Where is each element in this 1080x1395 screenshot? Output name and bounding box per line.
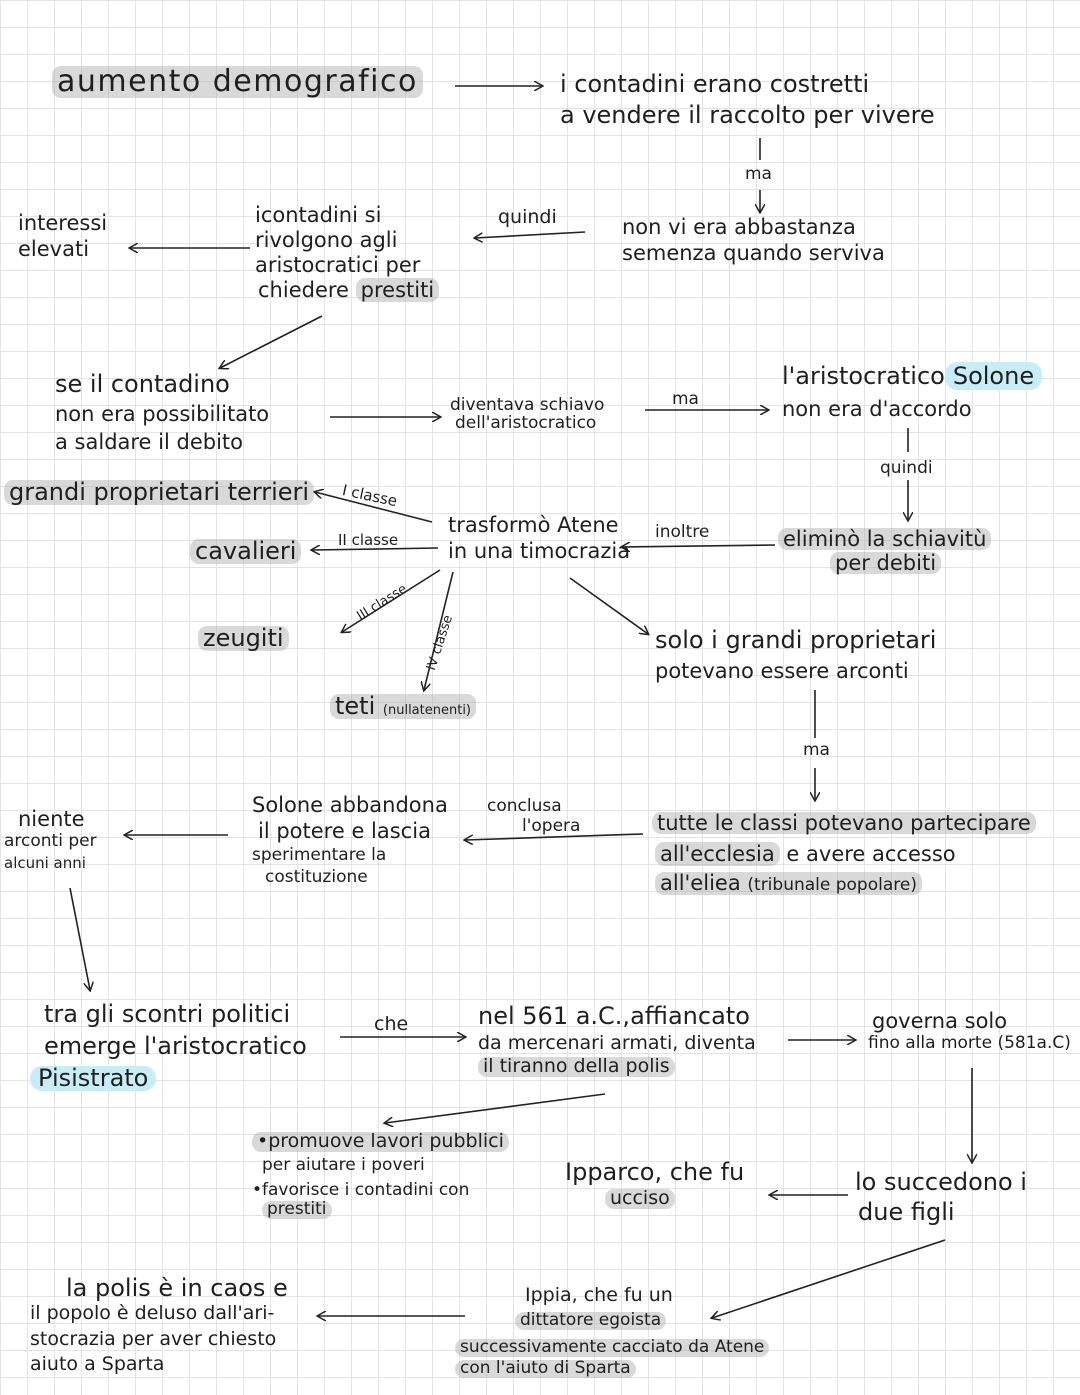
text-teti: teti bbox=[335, 692, 376, 720]
node-timocrazia-line2: in una timocrazia bbox=[448, 539, 631, 563]
node-promuove-line2: per aiutare i poveri bbox=[262, 1155, 425, 1175]
node-teti: teti (nullatenenti) bbox=[330, 692, 476, 720]
node-aumento-demografico: aumento demografico bbox=[52, 66, 423, 98]
label-inoltre: inoltre bbox=[655, 522, 710, 542]
node-ippia-line1: Ippia, che fu un bbox=[525, 1284, 673, 1306]
node-solone-line2: non era d'accordo bbox=[782, 397, 972, 421]
arrow-timocrazia-to-zeugiti bbox=[342, 569, 441, 632]
node-debito-line1: se il contadino bbox=[55, 370, 230, 398]
node-semenza-line1: non vi era abbastanza bbox=[622, 215, 856, 239]
node-caos-line2: il popolo è deluso dall'ari- bbox=[30, 1302, 275, 1324]
node-ippia-line3: successivamente cacciato da Atene bbox=[455, 1338, 770, 1357]
node-zeugiti: zeugiti bbox=[198, 625, 289, 652]
node-tiranno-line2: da mercenari armati, diventa bbox=[478, 1032, 756, 1054]
node-arconti-line2: potevano essere arconti bbox=[655, 659, 909, 683]
node-ipparco-line2: ucciso bbox=[605, 1188, 675, 1209]
node-debito-line2: non era possibilitato bbox=[55, 402, 270, 426]
node-debito-line3: a saldare il debito bbox=[55, 430, 243, 454]
node-caos-line3: stocrazia per aver chiesto bbox=[30, 1328, 277, 1350]
label-ma-1: ma bbox=[745, 164, 772, 184]
node-figli-line1: lo succedono i bbox=[855, 1168, 1027, 1196]
node-tiranno-line1: nel 561 a.C.,affiancato bbox=[478, 1002, 750, 1030]
node-classi-line1: tutte le classi potevano partecipare bbox=[652, 812, 1036, 834]
node-ippia-line4: con l'aiuto di Sparta bbox=[455, 1359, 636, 1378]
text-ecclesia: all'ecclesia bbox=[655, 842, 780, 866]
text-tribunale-popolare: (tribunale popolare) bbox=[747, 875, 917, 895]
node-rivolgono-line2: rivolgono agli bbox=[255, 228, 398, 252]
node-contadini-costretti-line1: i contadini erano costretti bbox=[560, 70, 870, 98]
node-classi-line3: all'eliea (tribunale popolare) bbox=[655, 872, 922, 895]
node-cavalieri: cavalieri bbox=[190, 538, 302, 565]
label-conclusa-line1: conclusa bbox=[487, 796, 562, 816]
node-figli-line2: due figli bbox=[858, 1198, 955, 1226]
node-abbandona-line4: costituzione bbox=[265, 867, 368, 887]
text-eliea: all'eliea bbox=[660, 871, 741, 895]
arrow-niente-to-scontri bbox=[69, 887, 90, 990]
node-rivolgono-line1: icontadini si bbox=[255, 203, 382, 227]
node-abbandona-line1: Solone abbandona bbox=[252, 793, 448, 817]
label-quindi-1: quindi bbox=[498, 206, 557, 228]
node-promuove-line1: •promuove lavori pubblici bbox=[252, 1131, 509, 1152]
label-quindi-2: quindi bbox=[880, 458, 933, 478]
node-ipparco-line1: Ipparco, che fu bbox=[565, 1158, 745, 1186]
node-niente-line1: niente bbox=[18, 807, 85, 831]
node-tiranno-line3: il tiranno della polis bbox=[478, 1056, 675, 1077]
text-avere-accesso: e avere accesso bbox=[786, 842, 956, 866]
arrow-timocrazia-to-cavalieri bbox=[312, 548, 439, 550]
arrow-timocrazia-to-teti bbox=[424, 571, 454, 690]
node-schiavo-line1: diventava schiavo bbox=[450, 395, 605, 415]
text-aristocratico: l'aristocratico bbox=[782, 362, 945, 390]
node-abbandona-line2: il potere e lascia bbox=[258, 819, 431, 843]
arrow-timocrazia-to-grandi bbox=[315, 492, 433, 523]
node-rivolgono-line4: chiedere prestiti bbox=[258, 278, 440, 302]
node-governa-line2: fino alla morte (581a.C) bbox=[868, 1033, 1071, 1053]
text-solone: Solone bbox=[944, 362, 1043, 390]
node-interessi-line1: interessi bbox=[18, 211, 108, 235]
node-timocrazia-line1: trasformò Atene bbox=[448, 513, 619, 537]
node-elimino-line2: per debiti bbox=[830, 552, 942, 574]
label-ma-3: ma bbox=[803, 740, 830, 760]
text-chiedere: chiedere bbox=[258, 278, 349, 302]
node-scontri-line2: emerge l'aristocratico bbox=[44, 1032, 307, 1060]
arrow-elimino-to-timocrazia bbox=[622, 545, 776, 547]
node-grandi-proprietari: grandi proprietari terrieri bbox=[4, 479, 315, 506]
node-niente-line2: arconti per bbox=[4, 831, 97, 851]
node-governa-line1: governa solo bbox=[872, 1009, 1008, 1033]
node-arconti-line1: solo i grandi proprietari bbox=[655, 626, 937, 654]
arrow-semenza-to-rivolgono bbox=[475, 231, 586, 238]
node-semenza-line2: semenza quando serviva bbox=[622, 241, 885, 265]
text-prestiti: prestiti bbox=[355, 278, 440, 302]
node-interessi-line2: elevati bbox=[18, 237, 90, 261]
node-caos-line1: la polis è in caos e bbox=[66, 1274, 288, 1302]
arrow-rivolgono-to-debito bbox=[220, 315, 323, 368]
node-niente-line3: alcuni anni bbox=[4, 854, 86, 872]
arrow-classi-to-abbandona bbox=[465, 833, 644, 840]
node-abbandona-line3: sperimentare la bbox=[252, 845, 387, 865]
node-elimino-line1: eliminò la schiavitù bbox=[778, 528, 992, 550]
node-pisistrato: Pisistrato bbox=[30, 1065, 157, 1092]
label-classe-2: II classe bbox=[338, 531, 399, 549]
node-rivolgono-line3: aristocratici per bbox=[255, 253, 421, 277]
node-ippia-line2: dittatore egoista bbox=[515, 1311, 667, 1330]
node-classi-line2: all'ecclesia e avere accesso bbox=[655, 842, 956, 866]
node-promuove-line3: •favorisce i contadini con bbox=[252, 1180, 470, 1200]
arrow-figli-to-ippia bbox=[712, 1239, 946, 1318]
node-promuove-line4: prestiti bbox=[262, 1200, 332, 1219]
arrow-timocrazia-to-arconti bbox=[569, 577, 648, 634]
label-che: che bbox=[374, 1013, 409, 1035]
node-caos-line4: aiuto a Sparta bbox=[30, 1353, 165, 1375]
node-contadini-costretti-line2: a vendere il raccolto per vivere bbox=[560, 101, 935, 129]
node-schiavo-line2: dell'aristocratico bbox=[455, 413, 597, 433]
node-scontri-line1: tra gli scontri politici bbox=[44, 1000, 291, 1028]
label-ma-2: ma bbox=[672, 389, 699, 409]
text-nullatenenti: (nullatenenti) bbox=[382, 703, 471, 718]
arrow-tiranno-to-promuove bbox=[385, 1093, 606, 1123]
label-conclusa-line2: l'opera bbox=[522, 816, 581, 836]
